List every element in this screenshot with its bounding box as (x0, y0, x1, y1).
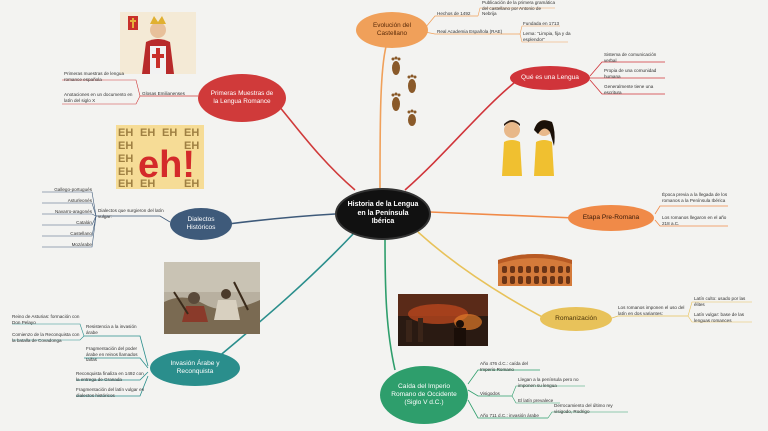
leaf-hechos[interactable]: Hechos de 1492 (437, 11, 471, 16)
leaf-que-es-3[interactable]: Generalmente tiene una escritura (604, 84, 654, 95)
svg-text:EH: EH (184, 140, 199, 152)
leaf-dialecto-catalan[interactable]: Catalán (76, 220, 92, 225)
king-portrait-image (120, 12, 196, 74)
leaf-primeras-1[interactable]: Primeras muestras de lengua romance espa… (64, 71, 125, 82)
leaf-dialecto-gallego[interactable]: Gallego-portugués (54, 187, 92, 192)
footprints-icon (386, 56, 424, 126)
leaf-visigodos[interactable]: Visigodos (480, 391, 500, 396)
svg-text:EH: EH (140, 127, 155, 139)
eh-pattern-row: EH (118, 127, 133, 139)
link-caida (384, 237, 396, 371)
leaf-fragmentacion[interactable]: Fragmentación del poder árabe en reinos … (86, 346, 138, 363)
svg-text:EH: EH (140, 178, 155, 189)
svg-text:EH: EH (118, 178, 133, 189)
leaf-hechos-detail[interactable]: Publicación de la primera gramática del … (482, 0, 556, 17)
leaf-covadonga[interactable]: Comienzo de la Reconquista con la batall… (12, 332, 80, 343)
dialectos-label: Dialectos Históricos (186, 216, 216, 231)
link-dialectos (227, 213, 336, 225)
que-es-label: Qué es una Lengua (521, 74, 579, 82)
romanizacion-label: Romanización (555, 315, 597, 323)
node-invasion[interactable]: Invasión Árabe y Reconquista (150, 350, 240, 386)
fall-rome-image (398, 294, 488, 346)
leaf-que-es-2[interactable]: Propia de una comunidad humana (604, 68, 657, 79)
leaf-dialecto-asturleones[interactable]: Asturleonés (67, 198, 92, 203)
leaf-latin-vulgar[interactable]: Fragmentación del latín vulgar en dialec… (76, 387, 145, 398)
node-etapa[interactable]: Etapa Pre-Romana (568, 205, 654, 231)
eh-big-text: eh! (138, 144, 195, 186)
link-que-es (404, 77, 521, 191)
leaf-dialecto-mozarabe[interactable]: Mozárabe (71, 242, 92, 247)
leaf-rae[interactable]: Real Academia Española (RAE) (437, 29, 503, 34)
node-dialectos[interactable]: Dialectos Históricos (170, 208, 232, 240)
link-etapa (429, 211, 576, 219)
node-evolucion[interactable]: Evolución del Castellano (356, 12, 428, 48)
link-romanizacion (417, 231, 549, 321)
caida-label: Caída del Imperio Romano de Occidente (S… (391, 383, 457, 406)
svg-text:EH: EH (118, 140, 133, 152)
center-node[interactable]: Historia de la Lengua en la Península Ib… (335, 188, 431, 240)
leaf-primeras-2[interactable]: Anotaciones en un documento en latín del… (64, 92, 133, 103)
colosseum-image (496, 246, 574, 288)
link-invasion (209, 231, 356, 365)
node-caida[interactable]: Caída del Imperio Romano de Occidente (S… (380, 366, 468, 424)
leaf-romanizacion-1[interactable]: Latín culto: usado por las élites (694, 296, 746, 307)
leaf-711-detail[interactable]: Derrocamiento del último rey visigodo, R… (554, 403, 613, 414)
leaf-etapa-2[interactable]: Los romanos llegaron en el año 218 a.C. (662, 215, 727, 226)
svg-text:EH: EH (162, 127, 177, 139)
leaf-etapa-1[interactable]: Época previa a la llegada de los romanos… (662, 192, 728, 203)
eh-letters-image: EH EH EH EH EH EH EH EH EH EH EH eh! (116, 125, 204, 189)
center-label: Historia de la Lengua en la Península Ib… (347, 201, 419, 226)
primeras-label: Primeras Muestras de la Lengua Romance (210, 90, 274, 105)
invasion-label: Invasión Árabe y Reconquista (170, 360, 220, 375)
node-primeras[interactable]: Primeras Muestras de la Lengua Romance (198, 74, 286, 122)
leaf-resistencia[interactable]: Resistencia a la invasión árabe (86, 324, 137, 335)
etapa-label: Etapa Pre-Romana (582, 214, 640, 222)
battle-painting-image (164, 262, 260, 334)
leaf-vis-2[interactable]: El latín prevalece (518, 398, 554, 403)
leaf-lema[interactable]: Lema: "Limpia, fija y da esplendor" (523, 31, 571, 42)
evolucion-label: Evolución del Castellano (372, 22, 411, 37)
leaf-dialectos-detail[interactable]: Dialectos que surgieron del latín vulgar… (98, 208, 164, 219)
leaf-que-es-1[interactable]: Sistema de comunicación verbal (604, 52, 657, 63)
svg-text:EH: EH (118, 153, 133, 165)
svg-text:EH: EH (184, 178, 199, 189)
leaf-711[interactable]: Año 711 d.C.: invasión árabe (480, 413, 539, 418)
leaf-476[interactable]: Año 476 d.C.: caída del Imperio Romano (480, 361, 529, 372)
link-primeras (277, 104, 356, 191)
link-evolucion (379, 39, 389, 189)
leaf-dialecto-navarro[interactable]: Navarro-aragonés (54, 209, 92, 214)
leaf-glosas[interactable]: Glosas Emilianenses (142, 91, 185, 96)
leaf-fundada[interactable]: Fundada en 1713 (523, 21, 560, 26)
svg-text:EH: EH (184, 127, 199, 139)
svg-text:EH: EH (118, 166, 133, 178)
leaf-romanizacion-detail[interactable]: Los romanos imponen el uso del latín en … (618, 305, 685, 316)
talking-people-icon (498, 116, 560, 176)
leaf-dialecto-castellano[interactable]: Castellano (70, 231, 92, 236)
leaf-granada[interactable]: Reconquista finaliza en 1492 con la entr… (76, 371, 144, 382)
leaf-vis-1[interactable]: Llegan a la península pero no imponen su… (518, 377, 579, 388)
leaf-asturias[interactable]: Reino de Asturias: formación con Don Pel… (12, 314, 80, 325)
node-que-es[interactable]: Qué es una Lengua (510, 66, 590, 90)
node-romanizacion[interactable]: Romanización (540, 307, 612, 331)
leaf-romanizacion-2[interactable]: Latín vulgar: base de las lenguas romanc… (694, 312, 745, 323)
